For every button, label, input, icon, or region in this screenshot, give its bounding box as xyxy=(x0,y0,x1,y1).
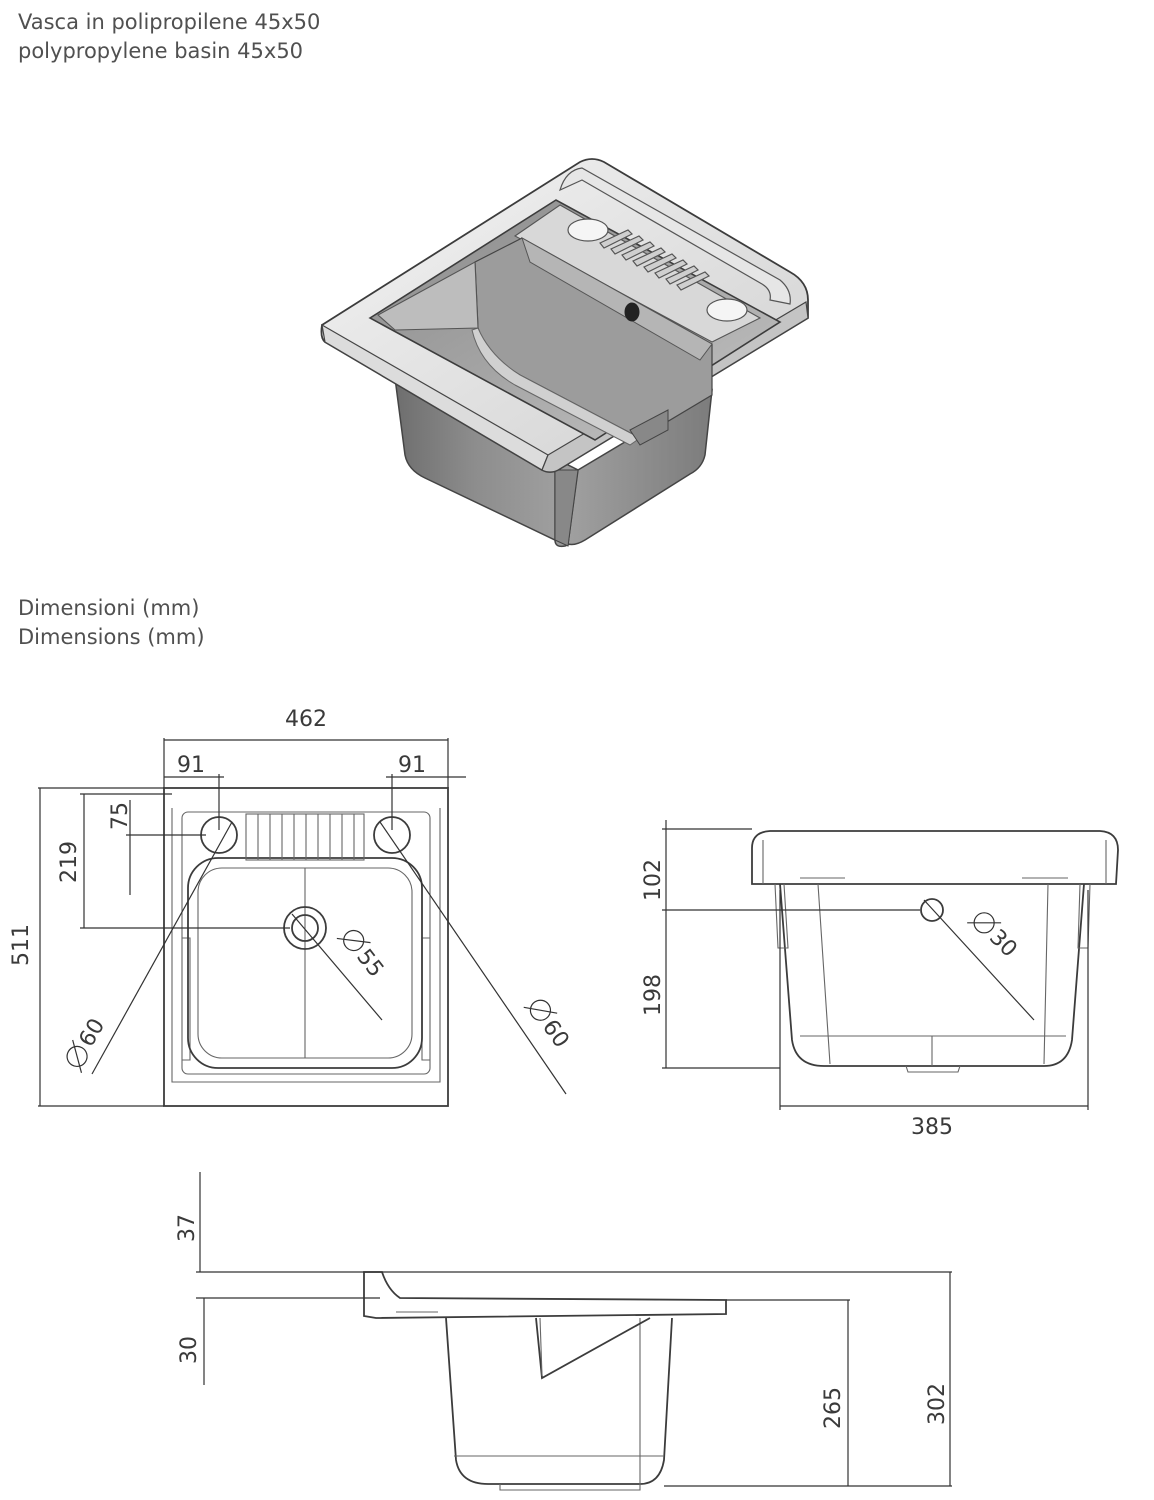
dim-drain-offset: 219 xyxy=(57,841,82,883)
dim-hole-right-diameter: 60 xyxy=(537,1015,574,1052)
product-title: Vasca in polipropilene 45x50 polypropyle… xyxy=(18,8,320,66)
dim-bottom-width: 385 xyxy=(911,1115,953,1140)
dim-hole-left-diameter: 60 xyxy=(75,1015,111,1052)
dim-hole-offset-left: 91 xyxy=(177,753,205,778)
dim-side-tub-height: 265 xyxy=(821,1387,846,1429)
side-view-drawing: 37 30 265 302 xyxy=(175,1172,952,1491)
dim-side-total-height: 302 xyxy=(925,1383,950,1425)
basin-3d-render xyxy=(320,158,809,548)
dimensions-heading-english: Dimensions (mm) xyxy=(18,625,205,649)
dimensions-heading: Dimensioni (mm) Dimensions (mm) xyxy=(18,594,205,652)
dim-rim-height: 102 xyxy=(641,859,666,901)
top-view-drawing: 462 91 91 511 219 75 60 xyxy=(9,707,574,1107)
dim-tub-height: 198 xyxy=(641,974,666,1016)
dim-rim-step: 37 xyxy=(175,1214,200,1242)
product-title-english: polypropylene basin 45x50 xyxy=(18,39,304,63)
dimensions-heading-italian: Dimensioni (mm) xyxy=(18,596,200,620)
dim-top-width: 462 xyxy=(285,707,327,732)
dim-hole-offset-right: 91 xyxy=(398,753,426,778)
dim-hole-row-offset: 75 xyxy=(108,802,133,830)
dim-rim-thickness: 30 xyxy=(177,1336,202,1364)
product-title-italian: Vasca in polipropilene 45x50 xyxy=(18,10,321,34)
dim-top-depth: 511 xyxy=(9,924,34,966)
front-view-drawing: 102 198 385 30 xyxy=(641,820,1119,1140)
